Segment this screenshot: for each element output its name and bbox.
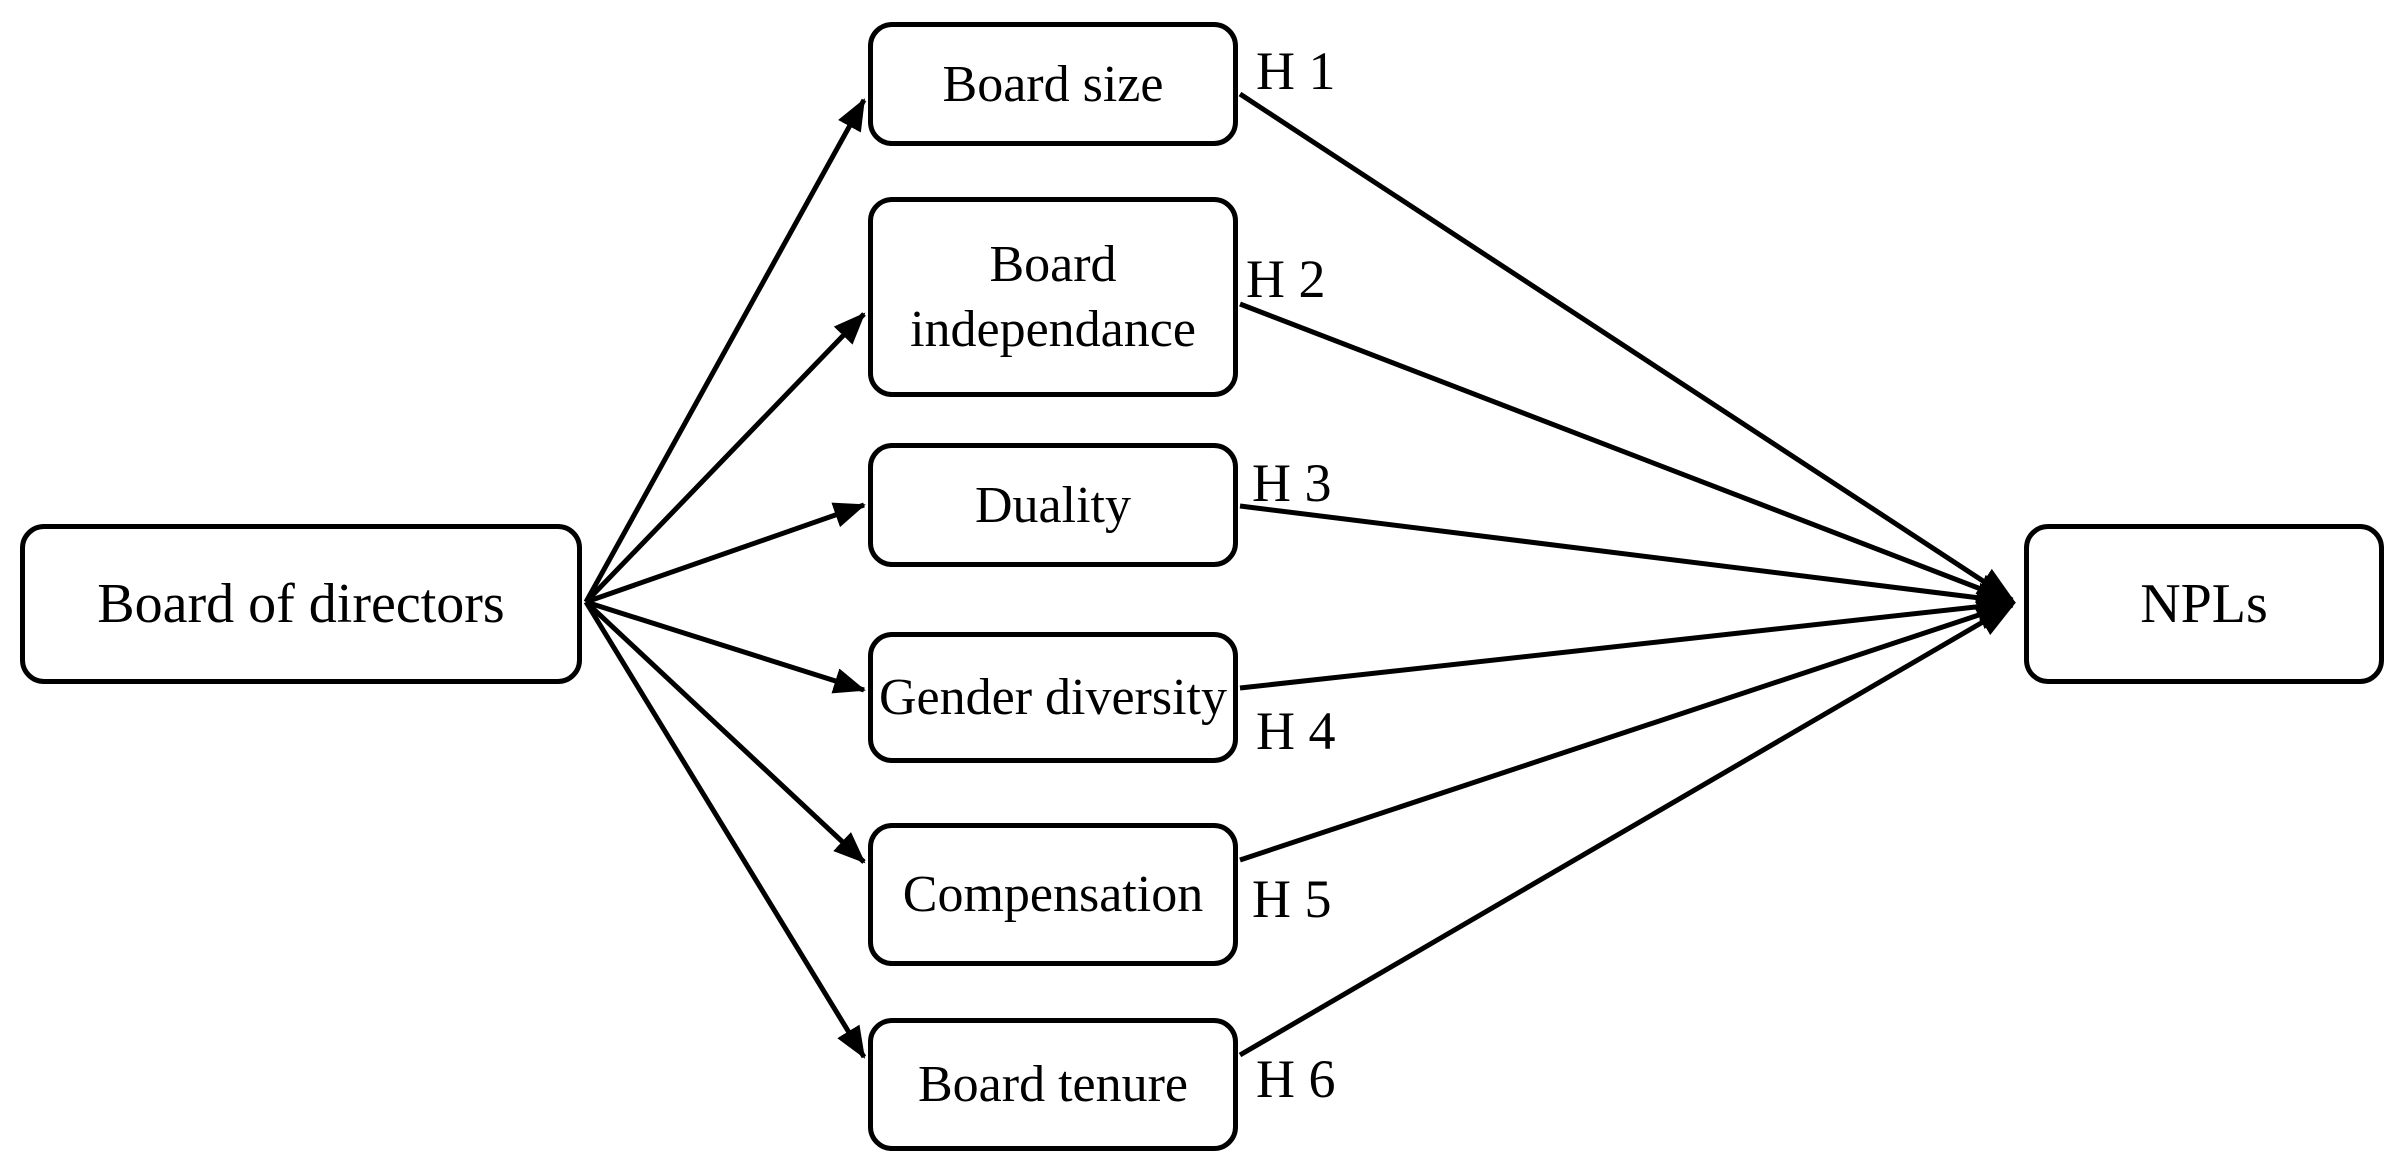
node-duality-label: Duality [975, 476, 1131, 534]
node-board-independance-label: Board independance [910, 236, 1196, 358]
hypothesis-label-h6: H 6 [1256, 1049, 1336, 1109]
node-gender-diversity-label: Gender diversity [878, 669, 1227, 726]
node-board-independance: Board independance [868, 197, 1238, 397]
hypothesis-label-h2: H 2 [1246, 249, 1326, 309]
node-board-size-label: Board size [942, 55, 1164, 113]
node-board-tenure-label: Board tenure [917, 1056, 1188, 1113]
arrow-compensation-to-npls [1239, 600, 2016, 863]
node-compensation-label: Compensation [902, 866, 1204, 923]
arrow-board-to-board-independance [584, 312, 866, 604]
arrow-board-size-to-npls [1238, 91, 2016, 603]
hypothesis-label-h1: H 1 [1256, 41, 1336, 101]
node-npls-label: NPLs [2140, 573, 2268, 635]
node-gender-diversity: Gender diversity [868, 632, 1238, 763]
hypothesis-label-h3: H 3 [1252, 453, 1332, 513]
node-board-of-directors-label: Board of directors [97, 573, 505, 635]
arrow-board-to-compensation [584, 600, 866, 864]
node-duality: Duality [868, 443, 1238, 567]
hypothesis-label-h5: H 5 [1252, 869, 1332, 929]
arrow-duality-to-npls [1239, 503, 2016, 613]
arrow-board-to-duality [585, 502, 866, 605]
arrow-board-independance-to-npls [1239, 301, 2016, 604]
arrow-board-to-board-tenure [583, 600, 867, 1059]
arrow-board-tenure-to-npls [1238, 602, 2016, 1058]
node-board-of-directors: Board of directors [20, 524, 582, 684]
node-compensation: Compensation [868, 823, 1238, 966]
node-board-tenure: Board tenure [868, 1018, 1238, 1151]
node-board-size: Board size [868, 22, 1238, 146]
arrow-board-to-board-size [583, 98, 867, 604]
arrow-gender-diversity-to-npls [1239, 591, 2016, 691]
arrow-board-to-gender-diversity [585, 599, 866, 694]
hypothesis-label-h4: H 4 [1256, 701, 1336, 761]
node-npls: NPLs [2024, 524, 2384, 684]
